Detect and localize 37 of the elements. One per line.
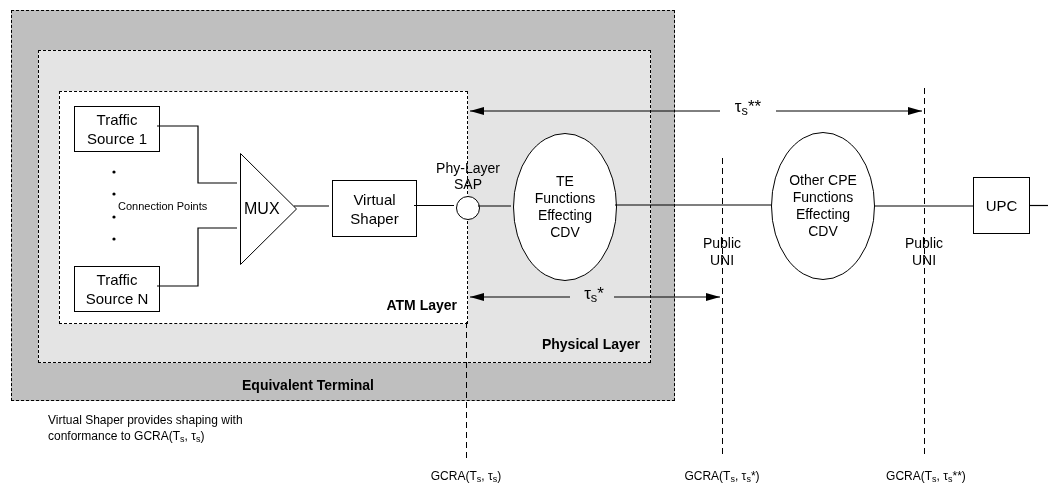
mux-triangle <box>240 153 297 265</box>
node-label: Other CPE Functions Effecting CDV <box>789 172 857 240</box>
gcra-label: GCRA(T$_{s}$, τ$_{s}$) <box>429 468 503 485</box>
connector-line <box>156 227 238 287</box>
gcra-label: GCRA(T$_{s}$, τ$_{s}$**) <box>885 468 967 485</box>
process-box <box>74 266 160 312</box>
interface-label: Public UNI <box>701 235 743 269</box>
process-box <box>332 180 417 237</box>
connection-points-label: Connection Points <box>118 199 209 214</box>
connector-line <box>293 205 330 207</box>
layer-region <box>38 50 651 363</box>
connector-line <box>614 204 772 206</box>
node-label: Virtual Shaper <box>349 189 400 228</box>
process-box <box>973 177 1030 234</box>
connector-line <box>477 205 512 207</box>
process-box <box>74 106 160 152</box>
connector-line <box>413 204 455 207</box>
connector-line <box>1029 204 1048 207</box>
note-text: Virtual Shaper provides shaping with conformance to GCRA(T$_{s}$, τ$_{s}$) <box>48 412 244 444</box>
node-label: Traffic Source 1 <box>85 110 148 148</box>
dimension-label: τ$_{s}$** <box>733 96 763 120</box>
connector-line <box>874 205 974 207</box>
node-label: Physical Layer <box>541 336 640 352</box>
terminal-region <box>11 10 675 401</box>
node-label: UPC <box>985 196 1018 215</box>
function-ellipse <box>771 132 875 280</box>
node-label: ATM Layer <box>386 297 457 313</box>
node-label: Traffic Source N <box>84 270 150 308</box>
function-ellipse <box>513 133 617 281</box>
connector-line <box>156 125 238 184</box>
node-label: MUX <box>244 200 280 217</box>
node-label: TE Functions Effecting CDV <box>533 173 597 241</box>
sap-label: Phy-Layer SAP <box>435 160 501 192</box>
gcra-label: GCRA(T$_{s}$, τ$_{s}$*) <box>683 468 761 485</box>
node-label: Equivalent Terminal <box>242 377 374 393</box>
interface-label: Public UNI <box>903 235 945 269</box>
dimension-label: τ$_{s}$* <box>583 283 605 307</box>
